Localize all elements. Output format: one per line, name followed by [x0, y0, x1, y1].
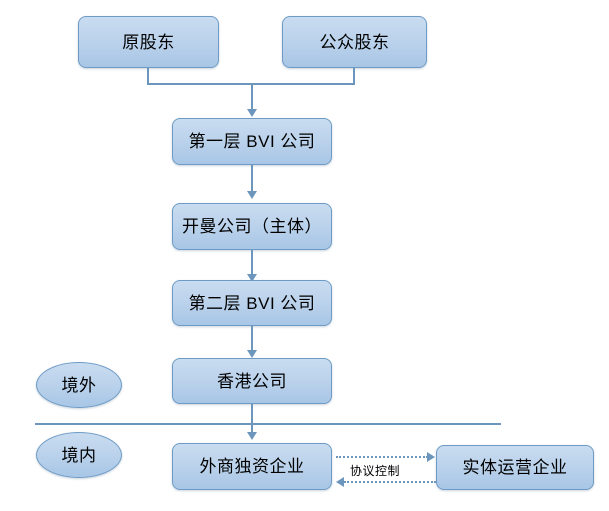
arrowhead-to-hongkong-icon — [247, 350, 257, 358]
connector-agreement-control-forward — [336, 456, 428, 458]
node-bvi-tier2[interactable]: 第二层 BVI 公司 — [172, 280, 332, 326]
node-label: 实体运营企业 — [462, 458, 568, 477]
node-label: 第一层 BVI 公司 — [188, 132, 316, 151]
node-bvi-tier1[interactable]: 第一层 BVI 公司 — [172, 118, 332, 165]
arrowhead-to-cayman-icon — [247, 191, 257, 199]
edge-label-text: 协议控制 — [350, 464, 401, 478]
edge-label-agreement-control: 协议控制 — [350, 462, 400, 479]
node-label: 第二层 BVI 公司 — [188, 293, 316, 313]
connector-hongkong-to-wfoe — [251, 404, 253, 435]
node-label: 外商独资企业 — [199, 457, 305, 476]
node-label: 开曼公司（主体） — [182, 217, 322, 236]
arrowhead-agreement-reverse-icon — [336, 477, 344, 487]
node-label: 公众股东 — [319, 32, 390, 52]
connector-public-drop — [353, 68, 355, 84]
connector-cayman-to-bvi2 — [251, 250, 253, 278]
node-operating-entity[interactable]: 实体运营企业 — [436, 445, 594, 490]
node-wfoe[interactable]: 外商独资企业 — [172, 443, 332, 490]
zone-label-text: 境内 — [61, 445, 97, 465]
connector-bvi1-to-cayman — [251, 165, 253, 193]
node-label: 香港公司 — [217, 371, 287, 391]
zone-label-text: 境外 — [61, 375, 97, 395]
arrowhead-to-wfoe-icon — [247, 432, 257, 440]
zone-label-offshore: 境外 — [36, 362, 122, 408]
zone-label-onshore: 境内 — [36, 432, 122, 478]
arrowhead-to-bvi2-icon — [247, 274, 257, 282]
node-original-shareholders[interactable]: 原股东 — [78, 16, 219, 68]
connector-merge-to-bvi1 — [251, 83, 253, 111]
connector-bvi2-to-hongkong — [251, 326, 253, 353]
node-hongkong[interactable]: 香港公司 — [172, 358, 332, 404]
arrowhead-agreement-forward-icon — [427, 452, 435, 462]
node-cayman[interactable]: 开曼公司（主体） — [172, 203, 332, 250]
node-label: 原股东 — [122, 32, 175, 52]
node-public-shareholders[interactable]: 公众股东 — [282, 16, 427, 68]
arrowhead-to-bvi1-icon — [247, 109, 257, 117]
connector-agreement-control-reverse — [344, 481, 436, 483]
connector-original-drop — [147, 68, 149, 84]
offshore-onshore-divider — [35, 423, 501, 425]
